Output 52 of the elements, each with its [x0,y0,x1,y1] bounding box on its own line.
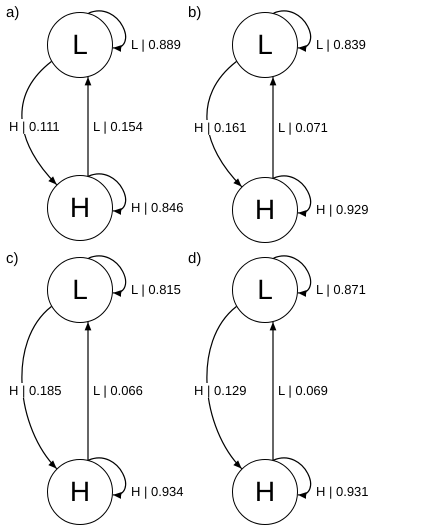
transition-arrow [84,77,92,176]
edge-label: L | 0.066 [92,383,144,398]
edge-label: L | 0.815 [130,282,182,297]
state-circle [47,175,113,241]
transition-arrow [270,322,276,460]
edge-label: L | 0.839 [315,37,367,52]
state-circle [47,257,113,323]
panel-label: a) [6,4,20,21]
state-label: L [257,31,273,59]
state-circle [47,459,113,525]
transition-arrow [206,306,242,470]
self-loop-arrow [88,10,126,51]
transition-arrow [22,61,58,186]
self-loop-arrow [88,256,126,296]
edge-label: H | 0.129 [193,383,248,398]
state-label: L [72,31,88,59]
transition-arrow [206,61,242,188]
self-loop-arrow [88,458,126,498]
edge-label: L | 0.069 [277,383,329,398]
self-loop-arrow [273,176,312,216]
transition-arrow [270,77,276,178]
state-circle [232,12,298,78]
edge-label: H | 0.161 [193,120,248,134]
panel-label: b) [188,4,202,21]
edge-label: L | 0.871 [315,282,367,297]
edge-label: L | 0.071 [277,120,329,134]
edge-label: L | 0.889 [130,37,182,52]
edge-label: H | 0.111 [8,118,61,134]
state-circle [47,12,113,78]
edge-label: H | 0.846 [130,200,185,215]
state-label: H [70,478,90,506]
state-label: L [257,276,273,304]
self-loop-arrow [273,256,312,296]
transition-arrow [22,306,58,470]
transition-arrow [84,322,92,460]
state-circle [232,177,298,243]
edge-label: H | 0.185 [8,383,63,398]
state-label: H [254,196,276,224]
state-circle [232,257,298,323]
edge-label: L | 0.154 [92,118,144,134]
state-label: H [70,194,90,222]
panel-label: c) [6,250,18,267]
state-label: H [254,478,276,506]
edge-label: H | 0.929 [315,202,370,217]
self-loop-arrow [273,458,312,498]
panel-label: d) [188,250,202,267]
edge-label: H | 0.931 [315,484,370,499]
state-circle [232,459,298,525]
self-loop-arrow [273,10,312,51]
self-loop-arrow [88,174,126,214]
edge-label: H | 0.934 [130,484,185,499]
state-label: L [72,276,88,304]
